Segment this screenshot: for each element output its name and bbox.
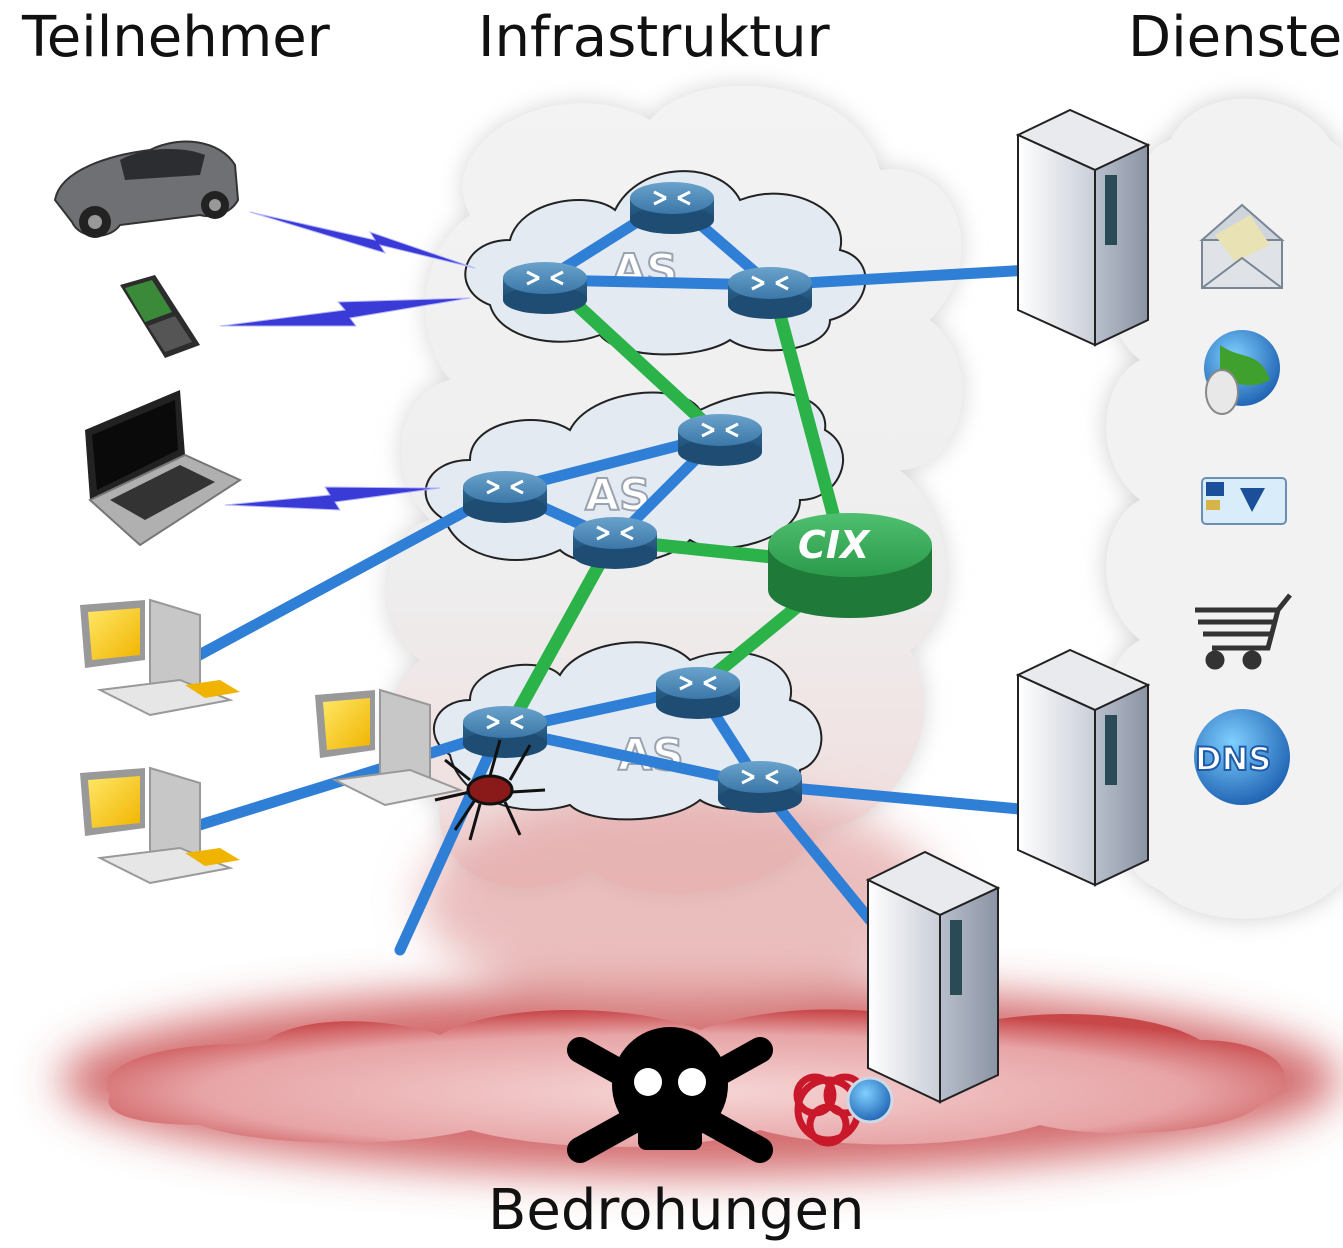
wireless-link (219, 297, 471, 327)
access-link (184, 484, 511, 666)
wireless-links (219, 211, 476, 511)
server-icon (1015, 108, 1151, 347)
mail-envelope-icon (1199, 203, 1285, 289)
router-icon (728, 267, 812, 319)
cix-router: CIX (768, 513, 932, 618)
dns-label: DNS (1195, 740, 1271, 778)
smartphone-icon (120, 275, 200, 358)
participants (53, 140, 243, 885)
shopping-cart-icon (1195, 593, 1292, 670)
wireless-link (249, 211, 476, 269)
router-icon (678, 414, 762, 466)
threats (315, 688, 1001, 1163)
desktop-computer-icon (80, 598, 240, 717)
desktop-computer-icon (80, 766, 240, 885)
heading-infrastructure: Infrastruktur (478, 5, 830, 70)
car-icon (53, 140, 240, 238)
cix-label: CIX (798, 523, 871, 567)
web-globe-mouse-icon (1204, 330, 1280, 415)
services-icons: DNS (1194, 203, 1292, 805)
skull-crossbones-icon (567, 1027, 773, 1163)
router-icon (630, 182, 714, 234)
router-icon (463, 706, 547, 758)
spider-bug-icon (434, 739, 546, 841)
bank-card-icon (1201, 477, 1287, 525)
access-link (754, 779, 1036, 816)
routers (463, 182, 812, 813)
router-icon (718, 761, 802, 813)
peering-link (498, 538, 617, 742)
server-icon (1015, 648, 1151, 887)
infected-computer-icon (315, 688, 464, 807)
access-link (394, 724, 506, 956)
router-icon (463, 471, 547, 523)
peering-link (765, 278, 847, 547)
router-icon (573, 517, 657, 569)
as-label-top: AS (612, 245, 678, 296)
heading-participants: Teilnehmer (22, 5, 330, 70)
wireless-link (224, 486, 441, 511)
laptop-icon (85, 390, 243, 547)
access-link (764, 264, 1036, 291)
dns-globe-icon: DNS (1194, 709, 1290, 805)
router-icon (656, 667, 740, 719)
heading-threats: Bedrohungen (488, 1178, 865, 1243)
malicious-server-icon (865, 850, 1001, 1104)
access-link (499, 724, 766, 791)
heading-services: Dienste (1128, 5, 1343, 70)
router-icon (503, 262, 587, 314)
biohazard-icon (793, 1073, 894, 1147)
